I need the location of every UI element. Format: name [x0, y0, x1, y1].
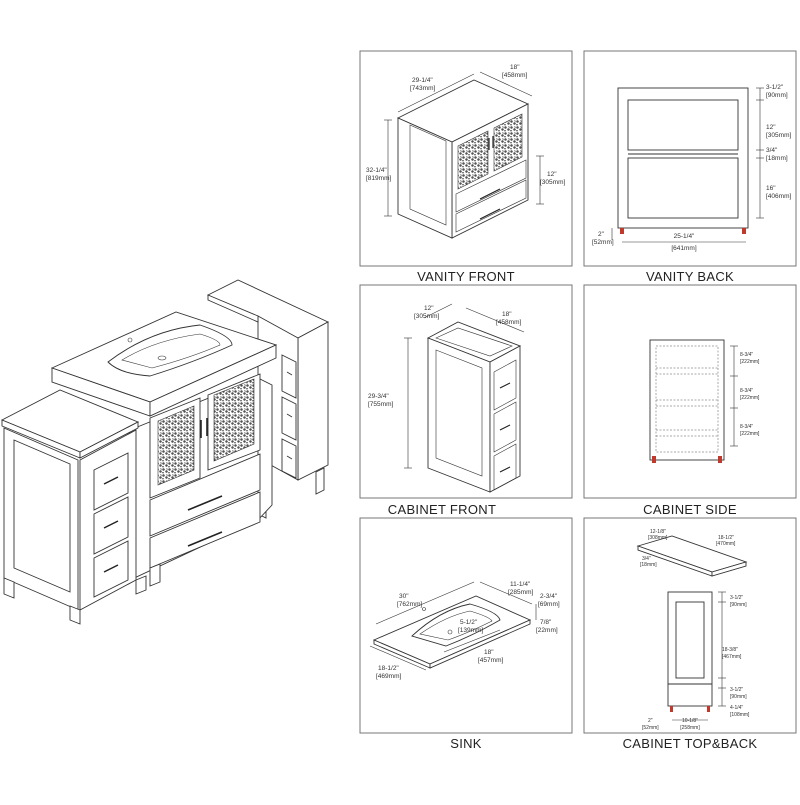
leg-marker — [670, 706, 673, 712]
vb-panel-in: 12" — [766, 124, 776, 131]
panel-frame-sink — [359, 517, 573, 734]
vb-top-in: 3-1/2" — [766, 84, 784, 91]
cf-depth-mm: [458mm] — [496, 319, 521, 326]
label-vanity-back: VANITY BACK — [646, 269, 734, 284]
ctb-w-mm: [258mm] — [680, 725, 700, 731]
cabinet-top-back-drawing: 12-1/8" [308mm] 18-1/2" [470mm] 3/4" [18… — [636, 529, 750, 731]
vb-width-mm: [641mm] — [671, 245, 696, 252]
cs-s2-in: 8-3/4" — [740, 388, 753, 394]
cs-s3-in: 8-3/4" — [740, 424, 753, 430]
label-vanity-front: VANITY FRONT — [417, 269, 515, 284]
label-cabinet-side: CABINET SIDE — [643, 502, 737, 517]
cabinet-front-drawing: 12" [305mm] 18" [458mm] 29-3/4" [755mm] — [368, 303, 525, 493]
panel-frame-vanity-front — [359, 50, 573, 267]
cs-s1-mm: [222mm] — [740, 359, 760, 365]
ctb-b2-mm: [467mm] — [722, 654, 742, 660]
leg-marker — [707, 706, 710, 712]
ctb-b4-mm: [108mm] — [730, 712, 750, 718]
leg-marker — [652, 456, 656, 463]
vf-drawer-mm: [305mm] — [540, 179, 565, 186]
cabinet-side-drawing: 8-3/4" [222mm] 8-3/4" [222mm] 8-3/4" [22… — [649, 339, 760, 463]
ctb-leg-in: 2" — [648, 718, 653, 724]
ctb-top-w-mm: [308mm] — [648, 535, 668, 541]
sink-bowl-depth-in: 11-1/4" — [510, 581, 531, 588]
vf-drawer-in: 12" — [547, 171, 557, 178]
vb-leg-in: 2" — [598, 231, 605, 238]
label-cabinet-front: CABINET FRONT — [388, 502, 496, 517]
vb-shelf-mm: [18mm] — [766, 155, 788, 162]
ctb-top-w-in: 12-1/8" — [650, 529, 666, 535]
vf-depth-in: 18" — [510, 64, 520, 71]
ctb-top-d-mm: [470mm] — [716, 541, 736, 547]
cs-s3-mm: [222mm] — [740, 431, 760, 437]
sink-drawing: 30" [762mm] 11-1/4" [285mm] 2-3/4" [69mm… — [369, 581, 560, 680]
ctb-leg-mm: [52mm] — [642, 725, 659, 731]
cf-depth-in: 18" — [502, 311, 512, 318]
leg-marker — [718, 456, 722, 463]
vf-width-in: 29-1/4" — [412, 77, 433, 84]
vanity-illustration — [50, 311, 278, 587]
sink-bowl-len-in: 18" — [484, 649, 494, 656]
leg-marker — [742, 228, 746, 234]
vb-panel-mm: [305mm] — [766, 132, 791, 139]
sink-depth-mm: [469mm] — [376, 673, 401, 680]
sink-thick-mm: [22mm] — [536, 627, 558, 634]
sink-bowl-depth-mm: [285mm] — [508, 589, 533, 596]
cf-width-in: 12" — [424, 305, 434, 312]
label-cabinet-top-back: CABINET TOP&BACK — [623, 736, 758, 751]
vb-shelf-in: 3/4" — [766, 147, 778, 154]
vf-height-mm: [819mm] — [366, 175, 391, 182]
sink-bowl-len-mm: [457mm] — [478, 657, 503, 664]
ctb-b1-mm: [90mm] — [730, 602, 747, 608]
panel-frame-cabinet-front — [359, 284, 573, 499]
vb-leg-mm: [52mm] — [592, 239, 614, 246]
sink-edge-in: 2-3/4" — [540, 593, 558, 600]
label-sink: SINK — [450, 736, 482, 751]
vb-width-in: 25-1/4" — [674, 233, 695, 240]
panel-frame-vanity-back — [583, 50, 797, 267]
sink-length-in: 30" — [399, 593, 409, 600]
cf-width-mm: [305mm] — [414, 313, 439, 320]
sink-drain-mm: [139mm] — [458, 627, 483, 634]
sink-length-mm: [762mm] — [397, 601, 422, 608]
panel-frame-cabinet-side — [583, 284, 797, 499]
vb-top-mm: [90mm] — [766, 92, 788, 99]
ctb-b1-in: 3-1/2" — [730, 595, 743, 601]
cs-s1-in: 8-3/4" — [740, 352, 753, 358]
sink-thick-in: 7/8" — [540, 619, 552, 626]
sink-depth-in: 18-1/2" — [378, 665, 399, 672]
cf-height-mm: [755mm] — [368, 401, 393, 408]
ctb-b4-in: 4-1/4" — [730, 705, 743, 711]
ctb-w-in: 10-1/8" — [682, 718, 698, 724]
vf-width-mm: [743mm] — [410, 85, 435, 92]
ctb-top-t-in: 3/4" — [642, 556, 651, 562]
ctb-b3-in: 3-1/2" — [730, 687, 743, 693]
ctb-top-t-mm: [18mm] — [640, 562, 657, 568]
sink-edge-mm: [69mm] — [538, 601, 560, 608]
vanity-front-drawing: 29-1/4" [743mm] 18" [458mm] 32-1/4" [819… — [366, 64, 565, 239]
cs-s2-mm: [222mm] — [740, 395, 760, 401]
vanity-back-drawing: 3-1/2" [90mm] 12" [305mm] 3/4" [18mm] 16… — [592, 84, 791, 252]
vb-bottom-in: 16" — [766, 185, 776, 192]
panel-frame-cabinet-top-back — [583, 517, 797, 734]
cf-height-in: 29-3/4" — [368, 393, 389, 400]
vf-depth-mm: [458mm] — [502, 72, 527, 79]
left-cabinet-illustration — [0, 389, 147, 625]
leg-marker — [620, 228, 624, 234]
vb-bottom-mm: [406mm] — [766, 193, 791, 200]
ctb-top-d-in: 18-1/2" — [718, 535, 734, 541]
ctb-b3-mm: [90mm] — [730, 694, 747, 700]
sink-drain-in: 5-1/2" — [460, 619, 478, 626]
vf-height-in: 32-1/4" — [366, 167, 387, 174]
ctb-b2-in: 18-3/8" — [722, 647, 738, 653]
main-assembly-illustration — [0, 279, 330, 625]
